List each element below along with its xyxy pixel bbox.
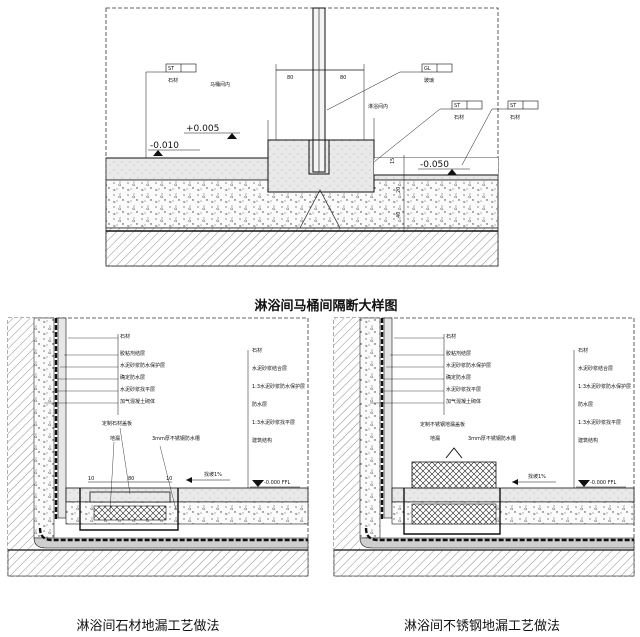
top-structure-slab xyxy=(105,227,499,267)
room-label-toilet: 马桶间内 xyxy=(210,81,230,88)
svg-text:石材: 石材 xyxy=(454,114,464,121)
br-slope: 找坡1% xyxy=(528,473,546,480)
bl-structure xyxy=(7,549,309,577)
bl-dim-10a: 10 xyxy=(88,476,94,482)
br-waterproof-label: 3mm厚不锈钢防水槽 xyxy=(468,435,516,442)
dim-80-right: 80 xyxy=(340,75,346,81)
br-floor-layer-5: 建筑结构 xyxy=(578,437,598,444)
bl-floor-layer-3: 防水层 xyxy=(252,401,267,408)
dim-15: 15 xyxy=(390,158,396,164)
bl-floor-layer-5: 建筑结构 xyxy=(252,437,272,444)
bl-dim-80: 80 xyxy=(128,476,134,482)
bl-waterproof-label: 3mm厚不锈钢防水槽 xyxy=(152,435,200,442)
br-drain-cover-label: 定制不锈钢地漏盖板 xyxy=(420,421,465,428)
bl-wall-layer-2: 水泥砂浆防水保护层 xyxy=(120,362,165,369)
br-structure xyxy=(333,549,635,577)
bl-floor-level: -0.000 FFL xyxy=(264,480,290,486)
br-floor-layer-0: 石材 xyxy=(578,347,588,354)
dim-40: 40 xyxy=(396,212,402,218)
br-floor-layer-1: 水泥砂浆结合层 xyxy=(578,365,613,372)
svg-text:石材: 石材 xyxy=(510,114,520,121)
bl-wall-layer-4: 水泥砂浆找平层 xyxy=(120,386,155,393)
br-wall-layer-1: 胶粘剂结层 xyxy=(446,350,471,357)
svg-text:ST: ST xyxy=(510,103,517,109)
bl-wall-layer-3: 确定防水层 xyxy=(120,374,145,381)
bl-wall-layer-5: 加气混凝土砌体 xyxy=(120,398,155,405)
bl-wall-hatch xyxy=(8,318,34,550)
room-label-shower: 淋浴间内 xyxy=(368,103,388,110)
svg-text:玻璃: 玻璃 xyxy=(424,77,434,84)
elev-minus-0010: -0.010 xyxy=(150,141,179,151)
bl-drain-cover xyxy=(89,491,171,503)
br-wall-hatch xyxy=(334,318,360,550)
bottom-right-detail: 石材 胶粘剂结层 水泥砂浆防水保护层 确定防水层 水泥砂浆找平层 加气混凝土砌体… xyxy=(333,317,635,577)
bl-wall-layer-0: 石材 xyxy=(120,333,130,340)
br-floor-level: -0.000 FFL xyxy=(590,480,616,486)
bl-floor-layer-0: 石材 xyxy=(252,347,262,354)
bl-floor-layer-4: 1:3水泥砂浆找平层 xyxy=(252,419,295,426)
tag-glass: GL 玻璃 xyxy=(326,63,453,111)
br-floor-layer-2: 1:3水泥砂浆防水保护层 xyxy=(578,383,631,390)
br-wall-layer-4: 水泥砂浆找平层 xyxy=(446,386,481,393)
bl-floor-layer-2: 1:3水泥砂浆防水保护层 xyxy=(252,383,305,390)
br-wall-block xyxy=(359,317,381,539)
top-caption: 淋浴间马桶间隔断大样图 xyxy=(254,298,397,314)
bl-drain-label: 地漏 xyxy=(110,435,120,442)
dim-20: 20 xyxy=(396,187,402,193)
dim-80-left: 80 xyxy=(287,75,293,81)
br-wall-layer-3: 确定防水层 xyxy=(446,374,471,381)
br-wall-layer-2: 水泥砂浆防水保护层 xyxy=(446,362,491,369)
bl-floor-layer-1: 水泥砂浆结合层 xyxy=(252,365,287,372)
br-wall-layer-5: 加气混凝土砌体 xyxy=(446,398,481,405)
bl-wall-layer-1: 胶粘剂结层 xyxy=(120,350,145,357)
svg-text:ST: ST xyxy=(454,103,461,109)
bl-slope: 找坡1% xyxy=(204,471,222,478)
top-detail: 80 80 马桶间内 淋浴间内 ST 石材 GL 玻璃 ST 石材 xyxy=(105,7,539,267)
elev-plus-0005: +0.005 xyxy=(186,124,219,134)
tag-stone-mid: ST 石材 xyxy=(373,100,483,163)
br-drain-label: 地漏 xyxy=(430,435,440,442)
tag-stone-right: ST 石材 xyxy=(461,100,539,166)
br-wall-layer-0: 石材 xyxy=(446,333,456,340)
br-floor-layer-3: 防水层 xyxy=(578,401,593,408)
svg-text:ST: ST xyxy=(168,66,175,72)
svg-text:石材: 石材 xyxy=(168,77,178,84)
bottom-right-caption: 淋浴间不锈钢地漏工艺做法 xyxy=(404,618,560,634)
tag-stone-left: ST 石材 xyxy=(145,63,197,158)
bl-wall-block xyxy=(33,317,55,539)
bottom-left-detail: 10 80 10 石材 胶粘剂结层 水泥砂浆防水保护层 确定防水层 水泥砂浆找平… xyxy=(7,317,309,577)
svg-text:GL: GL xyxy=(424,66,431,72)
br-drain-grate xyxy=(411,461,497,489)
bl-dim-10b: 10 xyxy=(166,476,172,482)
bottom-left-caption: 淋浴间石材地漏工艺做法 xyxy=(76,618,219,634)
elev-minus-0050: -0.050 xyxy=(420,160,449,170)
br-floor-layer-4: 1:3水泥砂浆找平层 xyxy=(578,419,621,426)
bl-drain-cover-label: 定制石材盖板 xyxy=(102,420,132,427)
